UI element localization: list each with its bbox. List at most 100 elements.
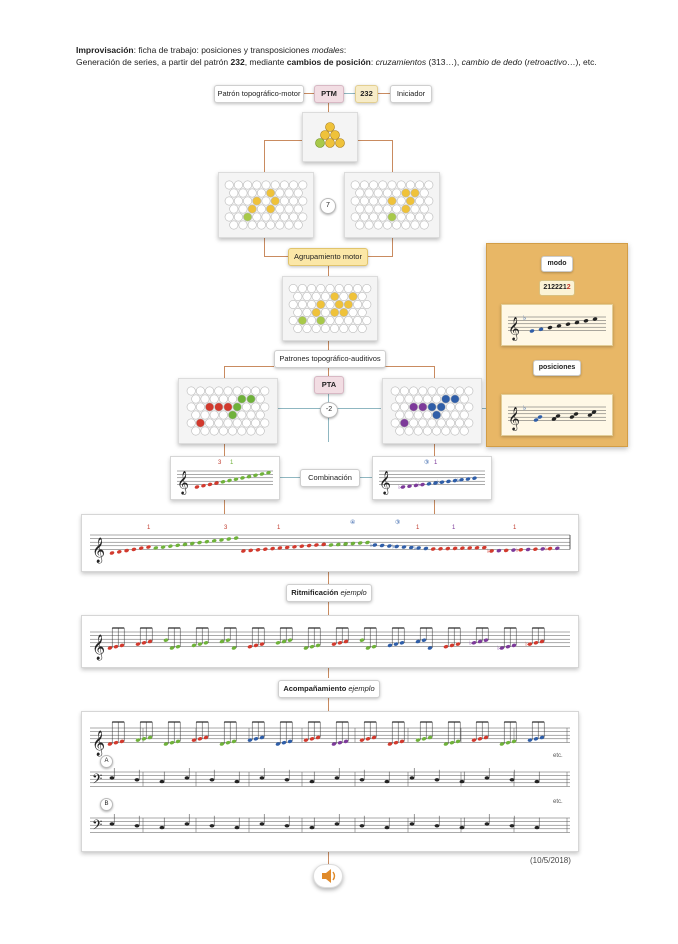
note-head bbox=[275, 742, 281, 746]
note-head bbox=[191, 738, 197, 742]
grid-button bbox=[200, 394, 210, 404]
fingering-mark: 1 bbox=[147, 525, 151, 531]
grid-button bbox=[357, 292, 367, 301]
note-head bbox=[434, 778, 440, 782]
grid-button bbox=[405, 212, 415, 222]
auditory-patterns-label: Patrones topográfico-auditivos bbox=[274, 350, 386, 368]
note-head bbox=[547, 546, 553, 551]
connector bbox=[434, 498, 435, 514]
grid-button bbox=[355, 188, 365, 198]
note-head bbox=[334, 822, 340, 826]
note-head bbox=[430, 547, 436, 551]
note-head bbox=[134, 778, 140, 782]
note-head bbox=[409, 822, 415, 826]
note-head bbox=[421, 638, 427, 642]
keyboard-card-right bbox=[344, 172, 440, 238]
note-head bbox=[277, 546, 283, 550]
grid-button bbox=[195, 402, 205, 412]
connector bbox=[328, 570, 329, 584]
grid-button bbox=[364, 220, 374, 230]
note-head bbox=[169, 646, 175, 650]
note-head bbox=[315, 643, 321, 648]
note-head bbox=[350, 541, 356, 546]
note-head bbox=[496, 548, 502, 553]
note-head bbox=[191, 643, 197, 648]
note-head bbox=[538, 327, 544, 332]
grid-button bbox=[395, 394, 405, 404]
note-head bbox=[247, 644, 253, 649]
grid-button bbox=[289, 212, 299, 222]
note-head bbox=[197, 540, 202, 545]
melody-staff: 𝄞♭♭♭♭ bbox=[379, 470, 485, 495]
connector bbox=[224, 366, 225, 378]
note-head bbox=[184, 776, 190, 780]
connector bbox=[384, 366, 434, 367]
grid-button bbox=[415, 180, 425, 190]
grid-button bbox=[298, 196, 308, 206]
grid-button bbox=[415, 196, 425, 206]
note-head bbox=[113, 644, 119, 649]
note-head bbox=[592, 317, 598, 321]
grid-button bbox=[241, 386, 251, 396]
grid-button bbox=[459, 410, 469, 420]
note-head bbox=[194, 485, 200, 489]
note-head bbox=[315, 735, 321, 740]
pattern-label: Patrón topográfico-motor bbox=[214, 85, 304, 103]
note-head bbox=[309, 644, 315, 649]
note-head bbox=[175, 543, 181, 548]
grid-button bbox=[232, 386, 242, 396]
grid-button bbox=[238, 204, 248, 214]
grid-button bbox=[395, 426, 405, 436]
grid-button bbox=[396, 180, 406, 190]
note-head bbox=[226, 537, 232, 541]
note-head bbox=[445, 546, 451, 551]
melody-staff: 𝄞 bbox=[177, 470, 273, 495]
note-head bbox=[371, 644, 377, 649]
grid-button bbox=[223, 418, 233, 428]
note-head bbox=[427, 735, 433, 740]
note-head bbox=[334, 776, 340, 780]
grid-button bbox=[364, 204, 374, 214]
note-head bbox=[439, 480, 445, 484]
grid-button bbox=[232, 418, 242, 428]
grid-button bbox=[229, 204, 239, 214]
flat-sign: ♭ bbox=[525, 641, 528, 648]
accompaniment-score-diagram: 𝄞𝄢𝄢 bbox=[90, 721, 570, 836]
connector bbox=[302, 93, 314, 94]
note-head bbox=[489, 549, 494, 553]
etc-label: etc. bbox=[553, 753, 563, 759]
note-head bbox=[159, 825, 165, 830]
grid-button bbox=[450, 426, 460, 436]
grid-button bbox=[348, 307, 358, 317]
grid-button bbox=[214, 386, 224, 396]
mode-digits: 2122212 bbox=[539, 280, 575, 296]
grid-button bbox=[255, 426, 265, 436]
note-head bbox=[509, 824, 515, 828]
note-head bbox=[384, 779, 390, 784]
grid-button bbox=[209, 410, 219, 420]
grid-button bbox=[436, 386, 446, 396]
connector bbox=[328, 601, 329, 615]
grid-button bbox=[387, 180, 397, 190]
note-head bbox=[163, 638, 169, 642]
note-head bbox=[314, 543, 319, 547]
melody-staff: 𝄞♭♭♭♭♭♭ bbox=[90, 534, 571, 563]
grid-button bbox=[355, 220, 365, 230]
note-head bbox=[233, 536, 239, 540]
note-head bbox=[387, 544, 392, 548]
scale-staff-diagram: 𝄞♭ bbox=[508, 314, 606, 341]
treble-clef-icon: 𝄞 bbox=[508, 406, 520, 431]
note-head bbox=[359, 738, 365, 742]
audio-play-button[interactable] bbox=[313, 864, 343, 888]
note-head bbox=[400, 485, 406, 489]
grid-button bbox=[297, 315, 307, 325]
grid-button bbox=[260, 402, 270, 412]
connector bbox=[376, 93, 390, 94]
connector bbox=[264, 236, 265, 256]
grid-button bbox=[228, 410, 238, 420]
note-head bbox=[365, 646, 371, 650]
note-head bbox=[306, 543, 312, 548]
note-head bbox=[266, 470, 271, 475]
note-head bbox=[499, 646, 505, 650]
note-head bbox=[147, 735, 153, 740]
